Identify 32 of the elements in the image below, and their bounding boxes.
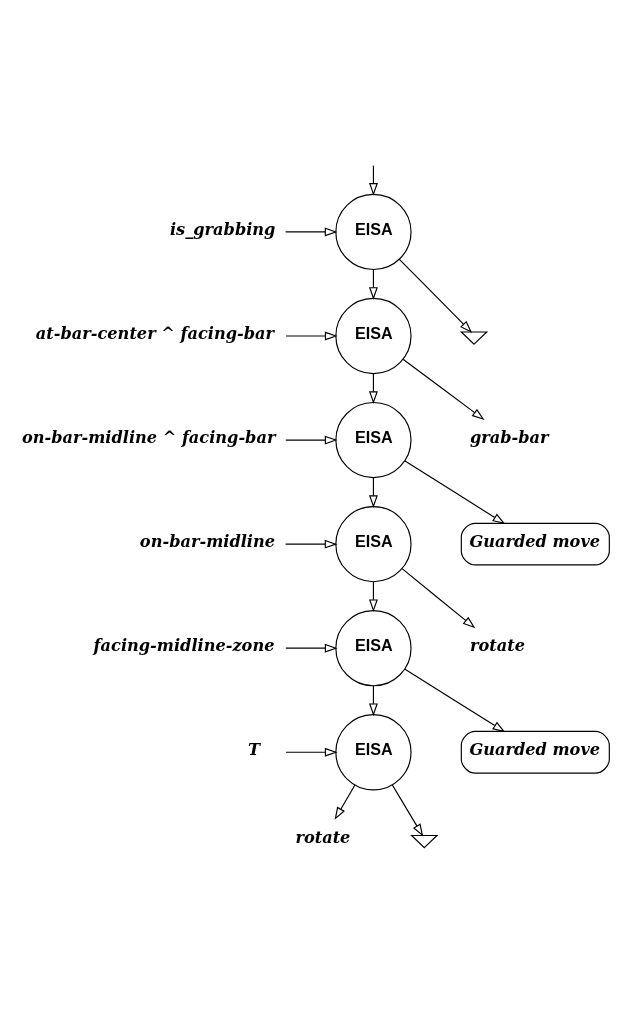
arrow [285, 331, 338, 340]
arrow [334, 784, 356, 820]
arrow [285, 435, 338, 445]
arrow [285, 539, 338, 549]
arrow [404, 460, 506, 524]
node-text: at-bar-center ^ facing-bar [35, 323, 274, 343]
arrow [398, 258, 473, 333]
arrow [401, 567, 476, 628]
node-text: grab-bar [469, 427, 549, 447]
node-text: T [247, 739, 261, 759]
node-circle: EISA [335, 297, 412, 374]
node-circle: EISA [335, 193, 412, 270]
node-text: is_grabbing [169, 219, 276, 239]
arrow [285, 227, 338, 236]
node-ground [459, 330, 489, 345]
node-circle: EISA [335, 713, 412, 790]
node-text: on-bar-midline ^ facing-bar [21, 427, 276, 447]
node-text: facing-midline-zone [93, 635, 275, 655]
arrow [402, 358, 485, 420]
node-text: on-bar-midline [139, 531, 276, 551]
arrow [285, 747, 338, 757]
node-text: rotate [295, 827, 351, 847]
arrow [404, 668, 506, 732]
node-text: rotate [469, 635, 525, 655]
node-circle: EISA [335, 401, 412, 478]
node-box: Guarded move [460, 522, 610, 566]
node-box: Guarded move [460, 730, 610, 774]
node-ground [410, 834, 439, 848]
node-circle: EISA [335, 505, 412, 582]
arrow [285, 643, 338, 653]
arrow [391, 784, 424, 837]
node-circle: EISA [335, 609, 412, 686]
